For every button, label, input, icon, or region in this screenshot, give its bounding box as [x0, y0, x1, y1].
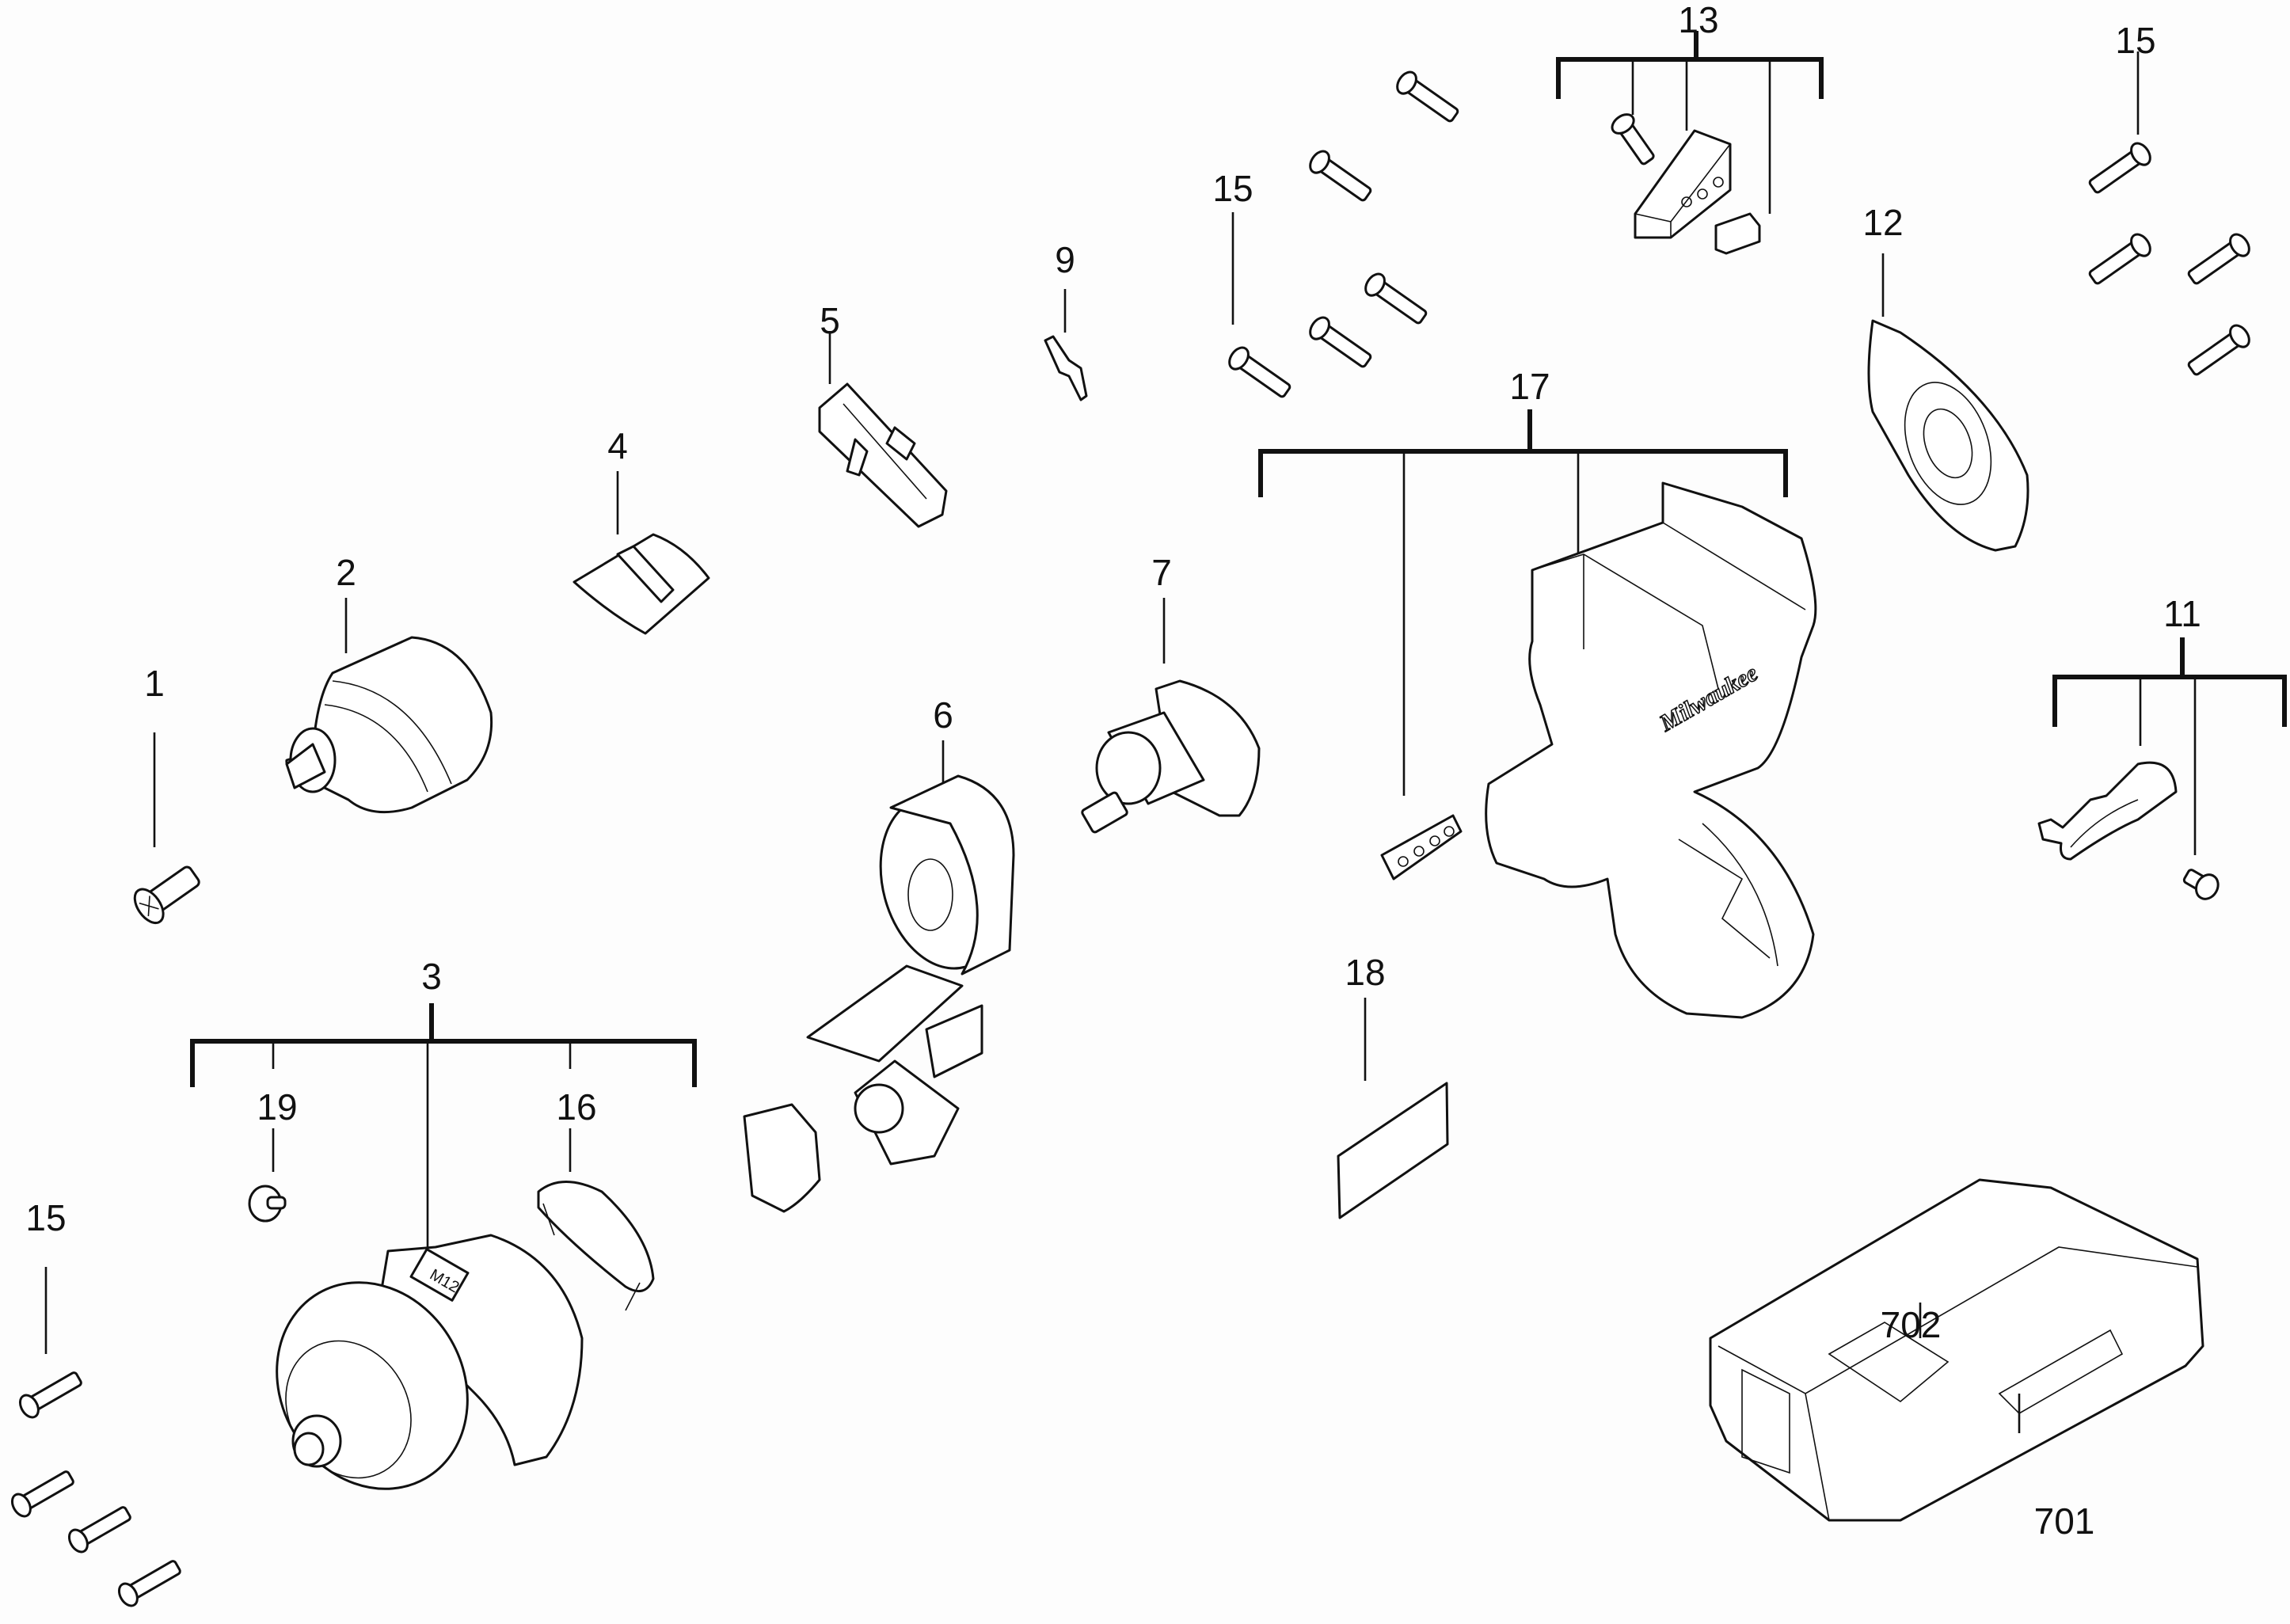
callout-18[interactable]: 18: [1345, 952, 1386, 993]
part-6-stator-electronics[interactable]: [743, 740, 1022, 1213]
part-15-screws-middle[interactable]: [1226, 69, 1462, 402]
part-17-housing[interactable]: Milwaukee: [1258, 409, 1817, 1019]
callout-701[interactable]: 701: [2033, 1500, 2095, 1542]
callout-9[interactable]: 9: [1055, 239, 1075, 280]
callout-4[interactable]: 4: [607, 425, 628, 466]
part-12-end-cap[interactable]: [1867, 253, 2029, 552]
part-701-carrying-case[interactable]: [1709, 1178, 2204, 1522]
callout-12[interactable]: 12: [1862, 202, 1904, 243]
callout-19[interactable]: 19: [257, 1086, 298, 1128]
part-4-selector[interactable]: [572, 471, 710, 635]
gearbox-badge: [409, 1248, 470, 1302]
callout-15-left[interactable]: 15: [25, 1197, 67, 1238]
part-15-screws-right[interactable]: [2086, 51, 2253, 379]
callout-16[interactable]: 16: [556, 1086, 597, 1128]
part-16-clip[interactable]: [537, 1128, 655, 1311]
part-1-screw[interactable]: [129, 732, 205, 928]
part-2-chuck[interactable]: [285, 598, 493, 814]
callout-6[interactable]: 6: [933, 694, 953, 736]
part-11-belt-clip[interactable]: [2037, 637, 2287, 903]
part-13-terminal-block[interactable]: [1556, 31, 1824, 255]
callout-13[interactable]: 13: [1678, 0, 1719, 40]
callout-2[interactable]: 2: [336, 552, 356, 593]
callout-1[interactable]: 1: [144, 663, 165, 704]
callout-15-middle[interactable]: 15: [1212, 168, 1253, 209]
callout-15-right[interactable]: 15: [2115, 20, 2156, 61]
callout-702[interactable]: 702: [1880, 1304, 1942, 1345]
part-3-bracket: [190, 1003, 697, 1247]
part-5-switch[interactable]: [818, 331, 948, 528]
case-insert-702: [1828, 1322, 1950, 1402]
part-9-spring[interactable]: [1044, 289, 1088, 401]
callout-11[interactable]: 11: [2163, 593, 2201, 634]
part-7-rotor[interactable]: [1081, 598, 1261, 834]
part-18-label[interactable]: [1337, 998, 1449, 1219]
callout-7[interactable]: 7: [1151, 552, 1172, 593]
callout-3[interactable]: 3: [421, 956, 442, 997]
part-19-pin[interactable]: [248, 1128, 287, 1223]
callout-17[interactable]: 17: [1509, 366, 1550, 407]
callout-5[interactable]: 5: [820, 300, 840, 341]
part-15-screws-left[interactable]: [9, 1267, 184, 1609]
part-3-gearbox[interactable]: M12: [240, 1234, 584, 1523]
circuit-board: [806, 964, 964, 1063]
